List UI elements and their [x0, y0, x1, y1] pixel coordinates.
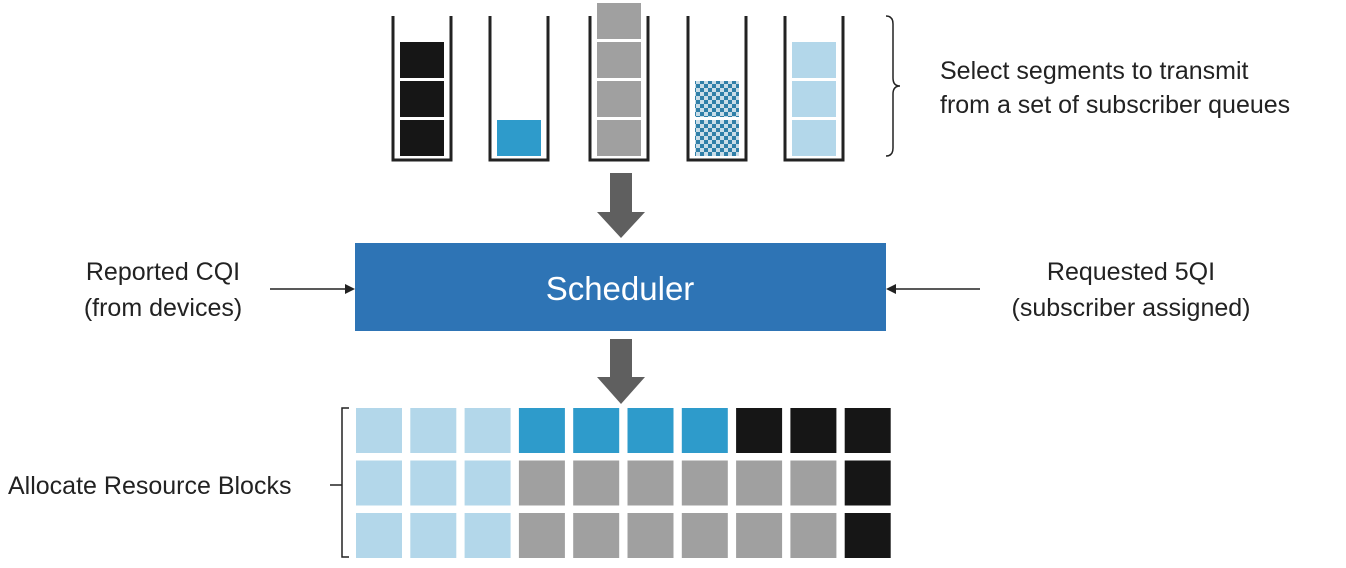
- queues-label-line1: Select segments to transmit: [940, 57, 1249, 85]
- resource-block: [627, 460, 674, 506]
- resource-block: [736, 460, 783, 506]
- queue-container: [686, 16, 748, 162]
- resource-block: [736, 513, 783, 558]
- queue-segment: [695, 120, 739, 156]
- cqi-label-line2: (from devices): [84, 294, 242, 322]
- resource-block: [573, 460, 620, 506]
- scheduler-box: [355, 243, 886, 331]
- resource-block: [410, 460, 457, 506]
- resource-block: [518, 513, 565, 558]
- resource-block: [573, 513, 620, 558]
- queue-container: [488, 16, 550, 162]
- allocate-label: Allocate Resource Blocks: [8, 472, 291, 500]
- queue-container: [588, 16, 650, 162]
- queue-segment: [597, 3, 641, 39]
- queue-segment: [400, 42, 444, 78]
- resource-block: [410, 513, 457, 558]
- resource-block: [356, 513, 402, 558]
- resource-block: [518, 460, 565, 506]
- qi5-label-line1: Requested 5QI: [1047, 258, 1215, 286]
- queues-label-line2: from a set of subscriber queues: [940, 91, 1290, 119]
- resource-block: [518, 408, 565, 453]
- queue-blue: [488, 16, 550, 162]
- queue-black: [391, 16, 453, 162]
- cqi-arrow: [270, 284, 355, 294]
- queue-segment: [792, 81, 836, 117]
- down-arrow-to-scheduler: [597, 173, 645, 238]
- resource-block: [627, 513, 674, 558]
- queue-segment: [497, 120, 541, 156]
- queue-segment: [597, 42, 641, 78]
- queue-segment: [792, 42, 836, 78]
- resource-block: [681, 513, 728, 558]
- resource-block: [464, 408, 511, 453]
- resource-block: [464, 460, 511, 506]
- queue-segment: [792, 120, 836, 156]
- queue-lightblue: [783, 16, 845, 162]
- resource-block: [356, 460, 402, 506]
- cqi-label-line1: Reported CQI: [86, 258, 240, 286]
- resource-block: [573, 408, 620, 453]
- resource-block: [790, 408, 837, 453]
- queue-segment: [400, 120, 444, 156]
- resource-block-grid: [356, 408, 891, 558]
- queue-segment: [695, 81, 739, 117]
- resource-blocks-bracket: [341, 407, 349, 558]
- resource-block: [844, 408, 891, 453]
- queues-brace: [885, 15, 901, 157]
- qi5-label-line2: (subscriber assigned): [1012, 294, 1251, 322]
- resource-block: [464, 513, 511, 558]
- scheduler-label: Scheduler: [546, 270, 695, 307]
- resource-block: [790, 460, 837, 506]
- queue-gray: [588, 3, 650, 162]
- resource-block: [681, 408, 728, 453]
- subscriber-queues: [391, 3, 845, 162]
- down-arrow-to-resource-blocks: [597, 339, 645, 404]
- resource-block: [790, 513, 837, 558]
- resource-block: [736, 408, 783, 453]
- resource-block: [627, 408, 674, 453]
- queue-segment: [400, 81, 444, 117]
- resource-block: [356, 408, 402, 453]
- resource-block: [410, 408, 457, 453]
- resource-block: [681, 460, 728, 506]
- queue-container: [391, 16, 453, 162]
- queue-segment: [597, 120, 641, 156]
- queue-patterned: [686, 16, 748, 162]
- queue-container: [783, 16, 845, 162]
- queue-segment: [597, 81, 641, 117]
- qi5-arrow: [886, 284, 980, 294]
- resource-block: [844, 460, 891, 506]
- resource-block: [844, 513, 891, 558]
